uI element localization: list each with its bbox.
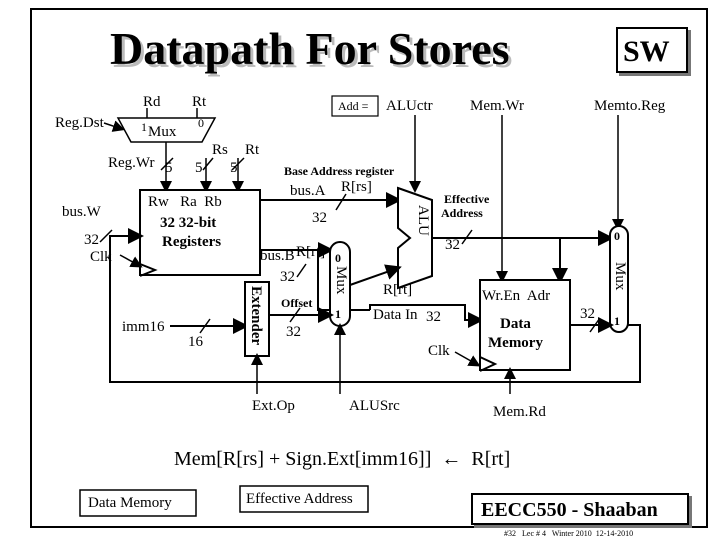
mux-mid-in1: 1 xyxy=(335,307,341,321)
datain-label: Data In xyxy=(373,307,418,323)
effective-address-box-label: Effective Address xyxy=(246,491,353,507)
regfile-ports: Rw Ra Rb xyxy=(148,194,222,210)
regfile-title-1: 32 32-bit xyxy=(160,215,216,231)
footer-title: EECC550 - Shaaban xyxy=(481,499,658,521)
alu-out-width: 32 xyxy=(445,237,460,253)
rrt-busb-label: R[rt] xyxy=(296,244,325,260)
rrt-dm-label: R[rt] xyxy=(383,282,412,298)
rd-label: Rd xyxy=(143,94,161,110)
imm16-label: imm16 xyxy=(122,319,165,335)
offset-label: Offset xyxy=(281,296,312,310)
clk-label: Clk xyxy=(90,249,112,265)
mux-right-in1: 1 xyxy=(614,314,620,328)
data-memory xyxy=(479,279,571,371)
sw-badge-box xyxy=(616,27,688,73)
regwr-width: 5 xyxy=(165,160,173,176)
effective-address-label-1: Effective xyxy=(444,192,490,206)
ra-width: 5 xyxy=(195,160,203,176)
alu-label: ALU xyxy=(415,205,431,236)
mux-mid-in0: 0 xyxy=(335,251,341,265)
busb-label: bus.B xyxy=(260,248,295,264)
regwr-label: Reg.Wr xyxy=(108,155,154,171)
extender-label: Extender xyxy=(248,286,264,346)
effective-address-label-2: Address xyxy=(441,206,483,220)
regfile-title-2: Registers xyxy=(162,234,221,250)
memrd-label: Mem.Rd xyxy=(493,404,546,420)
mux-right-label: Mux xyxy=(612,262,628,291)
mux-right-in0: 0 xyxy=(614,229,620,243)
data-memory-box-label: Data Memory xyxy=(88,495,172,511)
mux-top-label: Mux xyxy=(148,124,177,140)
regdst-label: Reg.Dst xyxy=(55,115,105,131)
mux-mid-label: Mux xyxy=(333,266,349,295)
sw-badge: SW xyxy=(623,35,670,68)
mux-top-in0: 0 xyxy=(198,116,204,130)
datain-width: 32 xyxy=(426,309,441,325)
extender xyxy=(244,281,270,357)
slide-info: #32 Lec # 4 Winter 2010 12-14-2010 xyxy=(504,529,633,538)
mux-top-in1: 1 xyxy=(141,120,147,134)
clk2-label: Clk xyxy=(428,343,450,359)
effective-address-box xyxy=(239,485,369,513)
footer-box xyxy=(471,493,689,525)
base-address-label: Base Address register xyxy=(284,164,395,178)
wren-adr-label: Wr.En Adr xyxy=(482,288,550,304)
busa-width: 32 xyxy=(312,210,327,226)
rt-label: Rt xyxy=(245,142,260,158)
memtoreg-mux xyxy=(609,225,629,333)
data-memory-title-2: Memory xyxy=(488,335,543,351)
store-equation: Mem[R[rs] + Sign.Ext[imm16]] ← R[rt] xyxy=(174,448,510,470)
data-memory-title-1: Data xyxy=(500,316,531,332)
memtoreg-label: Memto.Reg xyxy=(594,98,666,114)
rrs-label: R[rs] xyxy=(341,179,372,195)
busw-label: bus.W xyxy=(62,204,102,220)
addeq-label: Add = xyxy=(338,99,369,113)
page-title: Datapath For Stores xyxy=(113,26,513,77)
busw-width: 32 xyxy=(84,232,99,248)
dm-out-width: 32 xyxy=(580,306,595,322)
extop-label: Ext.Op xyxy=(252,398,295,414)
busw-wire xyxy=(109,228,641,383)
rt-top-label: Rt xyxy=(192,94,207,110)
ext-out-width: 32 xyxy=(286,324,301,340)
alu-block xyxy=(397,186,433,290)
regdst-mux xyxy=(116,117,217,143)
rs-label: Rs xyxy=(212,142,228,158)
memwr-label: Mem.Wr xyxy=(470,98,524,114)
imm16-width: 16 xyxy=(188,334,204,350)
slide-frame xyxy=(30,8,708,528)
busa-label: bus.A xyxy=(290,183,326,199)
busb-width: 32 xyxy=(280,269,295,285)
aluctr-label: ALUctr xyxy=(386,98,433,114)
page-title: Datapath For Stores xyxy=(110,23,510,74)
register-file xyxy=(139,189,261,276)
data-memory-box xyxy=(79,489,197,517)
alusrc-label: ALUSrc xyxy=(349,398,400,414)
